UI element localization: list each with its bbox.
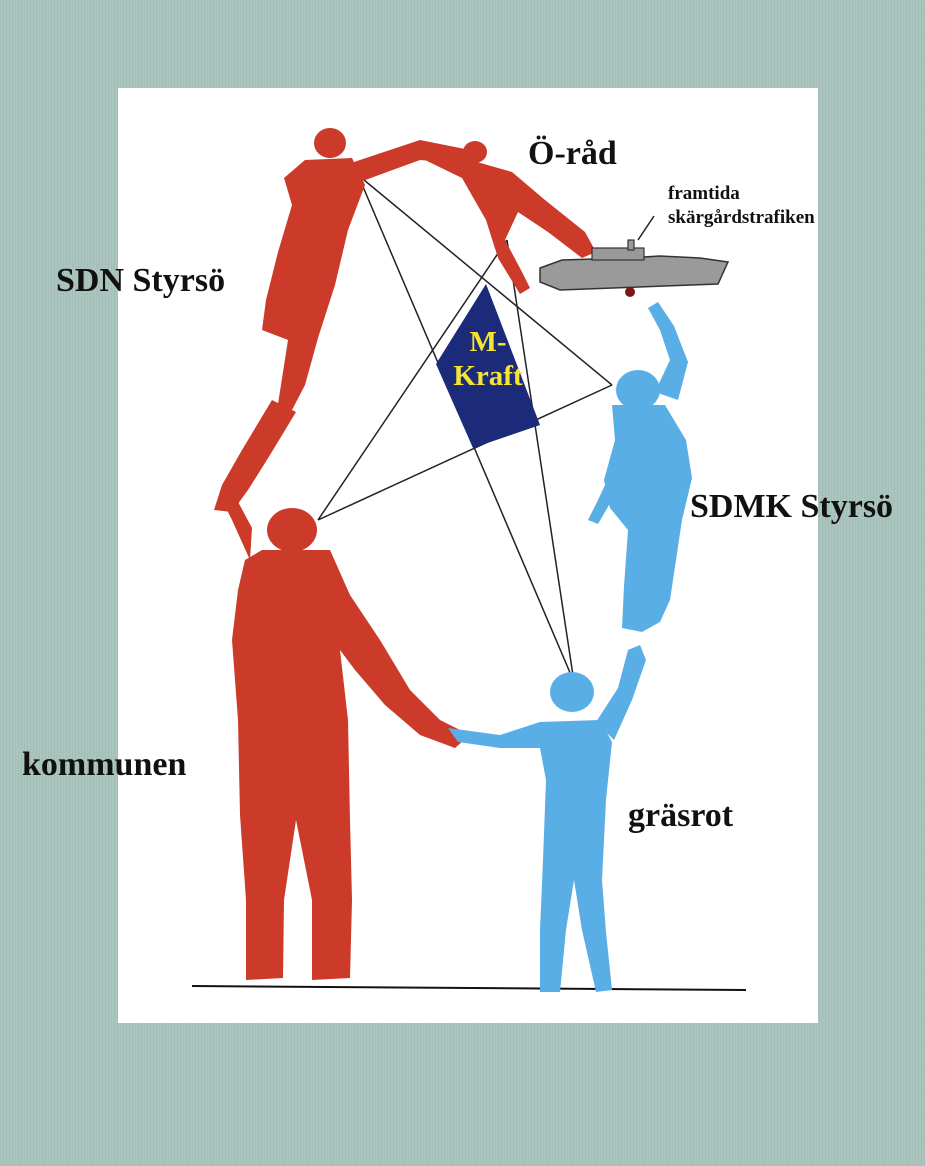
ground-line [192, 986, 746, 990]
label-framtida-line2: skärgårdstrafiken [668, 206, 815, 230]
grasrot-figure-icon [448, 645, 646, 992]
label-framtida-skargardstrafiken: framtida skärgårdstrafiken [668, 182, 815, 230]
red-arm-chain [214, 400, 296, 512]
label-framtida-line1: framtida [668, 182, 815, 206]
sdmk-figure-icon [588, 302, 692, 632]
label-o-rad: Ö-råd [528, 135, 617, 173]
label-m-kraft-line2: Kraft [436, 359, 540, 393]
label-sdmk-styrso: SDMK Styrsö [690, 488, 893, 526]
label-m-kraft-line1: M- [436, 325, 540, 359]
label-kommunen: kommunen [22, 746, 186, 784]
label-m-kraft: M- Kraft [436, 325, 540, 393]
kommunen-figure-icon [222, 498, 470, 980]
label-grasrot: gräsrot [628, 797, 733, 835]
label-sdn-styrso: SDN Styrsö [56, 262, 225, 300]
